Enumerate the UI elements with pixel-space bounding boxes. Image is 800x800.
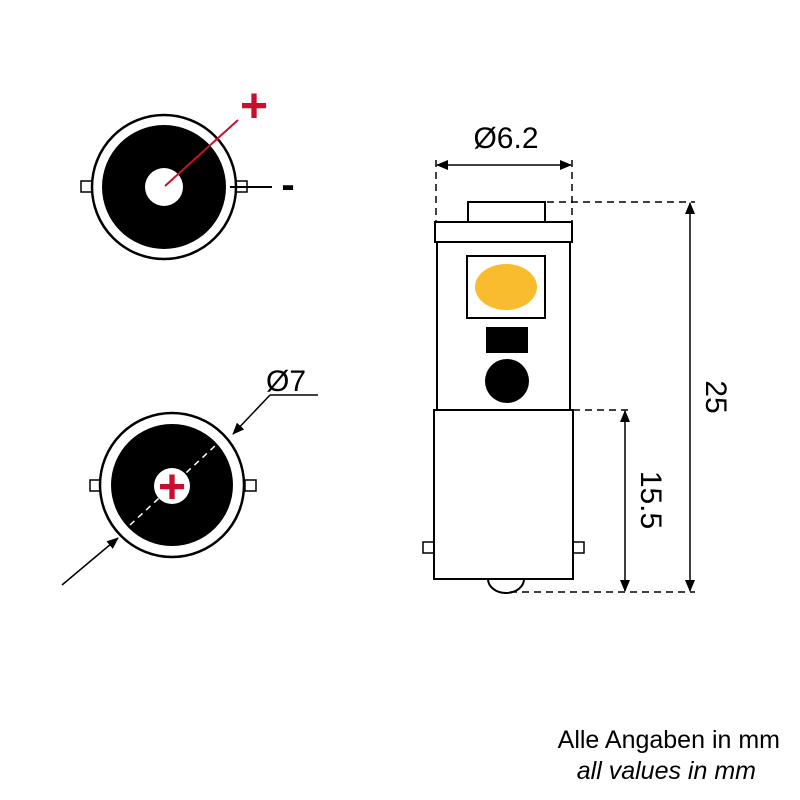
minus-label: - [281, 163, 294, 207]
base [433, 409, 574, 580]
led-chip [475, 264, 537, 310]
total-height-label: 25 [699, 380, 732, 413]
diameter-arrow-top [232, 394, 271, 435]
units-note-german: Alle Angaben in mm [557, 726, 780, 754]
base-contact [487, 578, 525, 594]
bottom-view-socket: + Ø7 [61, 365, 318, 586]
flange [434, 221, 573, 243]
bayonet-pin-left [422, 541, 435, 554]
top-cap [467, 201, 546, 223]
plus-label: + [158, 461, 186, 514]
width-label: Ø6.2 [473, 122, 538, 155]
top-view-socket: + - [80, 80, 295, 261]
bayonet-pin-right [572, 541, 585, 554]
diode [485, 359, 529, 403]
side-view-bulb [422, 201, 585, 594]
center-contact [154, 468, 190, 504]
positive-leader-line [164, 119, 239, 187]
base-height-label: 15.5 [634, 471, 667, 529]
units-note-english: all values in mm [576, 757, 756, 785]
diameter-arrow-bottom [61, 537, 119, 586]
bayonet-pin-right [244, 479, 257, 492]
diameter-label: Ø7 [266, 365, 306, 398]
plus-label: + [240, 80, 268, 133]
resistor [486, 327, 528, 353]
bayonet-pin-left [80, 180, 93, 193]
dimensions [435, 160, 695, 593]
